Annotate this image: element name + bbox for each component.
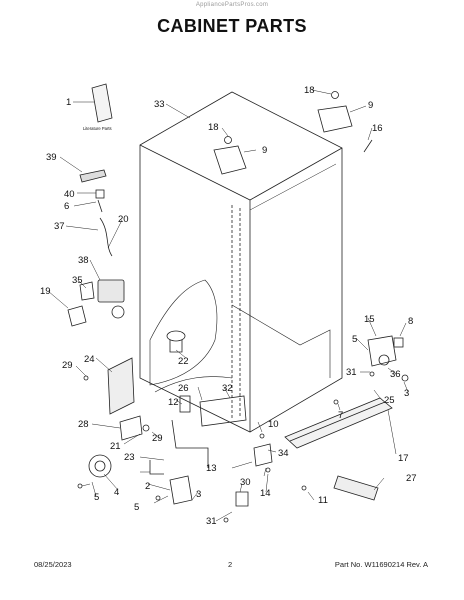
callout-9: 9: [368, 100, 373, 111]
callout-14: 14: [260, 488, 271, 499]
callout-33: 33: [154, 99, 165, 110]
footer-page-number: 2: [228, 560, 233, 569]
callout-10: 10: [268, 419, 279, 430]
watermark: AppliancePartsPros.com: [195, 2, 269, 8]
callout-5: 5: [94, 492, 99, 503]
callout-34: 34: [278, 448, 289, 459]
callout-3: 3: [196, 489, 201, 500]
callout-35: 35: [72, 275, 83, 286]
callout-7: 7: [338, 410, 343, 421]
footer-part-info: Part No. W11690214 Rev. A: [334, 560, 428, 569]
callout-29: 29: [62, 360, 73, 371]
callout-4: 4: [114, 487, 119, 498]
callout-18: 18: [304, 85, 315, 96]
callout-36: 36: [390, 369, 401, 380]
callout-28: 28: [78, 419, 89, 430]
callout-20: 20: [118, 214, 129, 225]
callout-22: 22: [178, 356, 189, 367]
callout-5b: 5: [134, 502, 139, 513]
callout-6: 6: [64, 201, 69, 212]
literature-label: Literature Parts: [83, 126, 112, 131]
callout-9b: 9: [262, 145, 267, 156]
callout-26: 26: [178, 383, 189, 394]
callout-32: 32: [222, 383, 233, 394]
literature-parts: [91, 83, 113, 123]
callout-19: 19: [40, 286, 51, 297]
callout-2: 2: [145, 481, 150, 492]
callout-30: 30: [240, 477, 251, 488]
callout-31b: 31: [346, 367, 357, 378]
callout-27: 27: [406, 473, 417, 484]
callout-39: 39: [46, 152, 57, 163]
callout-31: 31: [206, 516, 217, 527]
callout-21: 21: [110, 441, 121, 452]
callout-37: 37: [54, 221, 65, 232]
cabinet-outline: [139, 91, 343, 433]
callout-5c: 5: [352, 334, 357, 345]
callout-29b: 29: [152, 433, 163, 444]
callout-25: 25: [384, 395, 395, 406]
page-title: CABINET PARTS: [157, 16, 307, 36]
callout-15: 15: [364, 314, 375, 325]
callout-12: 12: [168, 397, 179, 408]
footer-date: 08/25/2023: [34, 560, 72, 569]
callout-40: 40: [64, 189, 75, 200]
leveler-27: [333, 475, 379, 501]
valve-38: [97, 279, 125, 303]
callout-23: 23: [124, 452, 135, 463]
callout-18b: 18: [208, 122, 219, 133]
callout-11: 11: [318, 495, 328, 506]
callout-1: 1: [66, 97, 71, 108]
callout-3b: 3: [404, 388, 409, 399]
callout-24: 24: [84, 354, 95, 365]
wheel-4: [88, 454, 112, 478]
callout-8: 8: [408, 316, 413, 327]
callout-13: 13: [206, 463, 217, 474]
callout-17: 17: [398, 453, 409, 464]
callout-16: 16: [372, 123, 383, 134]
callout-38: 38: [78, 255, 89, 266]
